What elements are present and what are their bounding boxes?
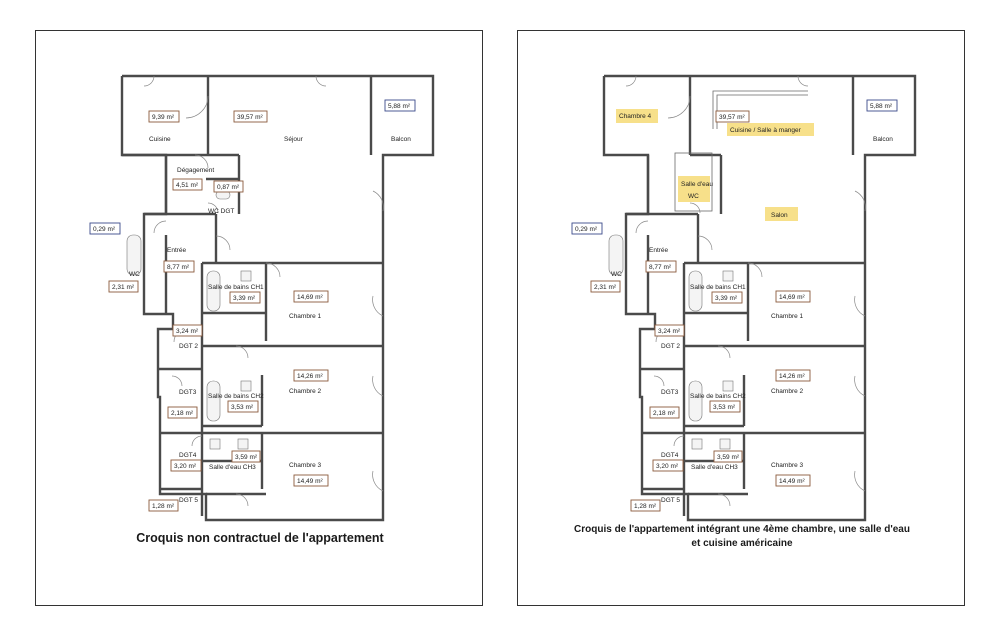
dgt4-label: DGT4 (661, 452, 679, 459)
dgt2-label: DGT 2 (179, 343, 198, 350)
chambre3-area: 14,49 m² (779, 478, 805, 485)
dgt3-label: DGT3 (179, 389, 197, 396)
doors (143, 75, 384, 507)
dgt5-area: 1,28 m² (634, 503, 657, 510)
chambre1-area: 14,69 m² (779, 294, 805, 301)
sink-icon (240, 270, 252, 282)
entree-area: 8,77 m² (167, 264, 190, 271)
cuisine-label: Cuisine (149, 136, 171, 143)
dgt3-area: 2,18 m² (653, 410, 676, 417)
degagement-area: 4,51 m² (176, 182, 199, 189)
sejour-area: 39,57 m² (237, 114, 263, 121)
chambre3-label: Chambre 3 (289, 462, 322, 469)
room-labels: Chambre 4 39,57 m² Cuisine / Salle à man… (571, 99, 898, 512)
fixtures (608, 234, 734, 450)
wc-area: 2,31 m² (112, 284, 135, 291)
sink-icon (209, 438, 221, 450)
dgt4-area: 3,20 m² (656, 463, 679, 470)
sejour-label: Séjour (284, 136, 304, 143)
dgt3-area: 2,18 m² (171, 410, 194, 417)
chambre1-label: Chambre 1 (289, 313, 322, 320)
caption-original: Croquis non contractuel de l'appartement (136, 531, 384, 545)
chambre2-label: Chambre 2 (771, 388, 804, 395)
sde-ch3-label: Salle d'eau CH3 (691, 464, 738, 471)
cuisine-area: 9,39 m² (152, 114, 175, 121)
wc-label: WC (611, 271, 622, 278)
wc-dgt-area: 0,87 m² (217, 184, 240, 191)
chambre2-area: 14,26 m² (297, 373, 323, 380)
dgt4-area: 3,20 m² (174, 463, 197, 470)
degagement-label: Dégagement (177, 167, 214, 174)
sdb-ch1-area: 3,39 m² (233, 295, 256, 302)
cuisine-sam-area: 39,57 m² (719, 114, 745, 121)
room-labels: 9,39 m² Cuisine 39,57 m² Séjour 5,88 m² … (89, 99, 416, 512)
dgt2-label: DGT 2 (661, 343, 680, 350)
highlights (616, 109, 814, 221)
floor-plan-original: 9,39 m² Cuisine 39,57 m² Séjour 5,88 m² … (89, 74, 435, 522)
chambre1-area: 14,69 m² (297, 294, 323, 301)
toilet-icon (719, 438, 731, 450)
entree-label: Entrée (649, 247, 669, 254)
dgt2-area: 3,24 m² (658, 328, 681, 335)
caption-line2: et cuisine américaine (691, 538, 793, 549)
walls (602, 74, 917, 522)
plan-original-panel: 9,39 m² Cuisine 39,57 m² Séjour 5,88 m² … (35, 30, 483, 606)
toilet-icon (237, 438, 249, 450)
bathtub-icon (206, 380, 221, 422)
sde-ch3-label: Salle d'eau CH3 (209, 464, 256, 471)
sink-icon (722, 380, 734, 392)
wc-new-label: WC (688, 193, 699, 200)
sink-icon (240, 380, 252, 392)
walls (120, 74, 435, 522)
sde-ch3-area: 3,59 m² (717, 454, 740, 461)
balcon-label: Balcon (391, 136, 411, 143)
sde-ch3-area: 3,59 m² (235, 454, 258, 461)
caption-modified: Croquis de l'appartement intégrant une 4… (518, 523, 966, 551)
chambre2-area: 14,26 m² (779, 373, 805, 380)
dgt5-label: DGT 5 (661, 497, 680, 504)
sdb-ch1-area: 3,39 m² (715, 295, 738, 302)
doors (625, 75, 866, 507)
dgt3-label: DGT3 (661, 389, 679, 396)
placard-area: 0,29 m² (575, 226, 598, 233)
dgt5-label: DGT 5 (179, 497, 198, 504)
bathtub-icon (688, 270, 703, 312)
entree-label: Entrée (167, 247, 187, 254)
sdb-ch2-label: Salle de bains CH2 (690, 393, 746, 400)
chambre2-label: Chambre 2 (289, 388, 322, 395)
sdb-ch1-label: Salle de bains CH1 (690, 284, 746, 291)
salon-label: Salon (771, 212, 788, 219)
dgt5-area: 1,28 m² (152, 503, 175, 510)
fixtures (126, 190, 252, 450)
sdb-ch2-area: 3,53 m² (713, 404, 736, 411)
bathtub-icon (206, 270, 221, 312)
wc-dgt-label: WC DGT (208, 208, 234, 215)
sink-icon (691, 438, 703, 450)
bathtub-icon (608, 234, 624, 276)
cuisine-sam-label: Cuisine / Salle à manger (730, 127, 802, 134)
sde-label: Salle d'eau (681, 181, 713, 188)
sdb-ch1-label: Salle de bains CH1 (208, 284, 264, 291)
sdb-ch2-label: Salle de bains CH2 (208, 393, 264, 400)
chambre3-area: 14,49 m² (297, 478, 323, 485)
wc-label: WC (129, 271, 140, 278)
chambre1-label: Chambre 1 (771, 313, 804, 320)
placard-area: 0,29 m² (93, 226, 116, 233)
balcon-area: 5,88 m² (388, 103, 411, 110)
caption-line1: Croquis de l'appartement intégrant une 4… (574, 524, 910, 535)
bathtub-icon (688, 380, 703, 422)
sdb-ch2-area: 3,53 m² (231, 404, 254, 411)
floor-plan-modified: Chambre 4 39,57 m² Cuisine / Salle à man… (571, 74, 917, 522)
dgt2-area: 3,24 m² (176, 328, 199, 335)
chambre4-label: Chambre 4 (619, 113, 652, 120)
plan-modified-panel: Chambre 4 39,57 m² Cuisine / Salle à man… (517, 30, 965, 606)
chambre3-label: Chambre 3 (771, 462, 804, 469)
wc-area: 2,31 m² (594, 284, 617, 291)
bathtub-icon (126, 234, 142, 276)
dgt4-label: DGT4 (179, 452, 197, 459)
entree-area: 8,77 m² (649, 264, 672, 271)
balcon-label: Balcon (873, 136, 893, 143)
sink-icon (722, 270, 734, 282)
balcon-area: 5,88 m² (870, 103, 893, 110)
